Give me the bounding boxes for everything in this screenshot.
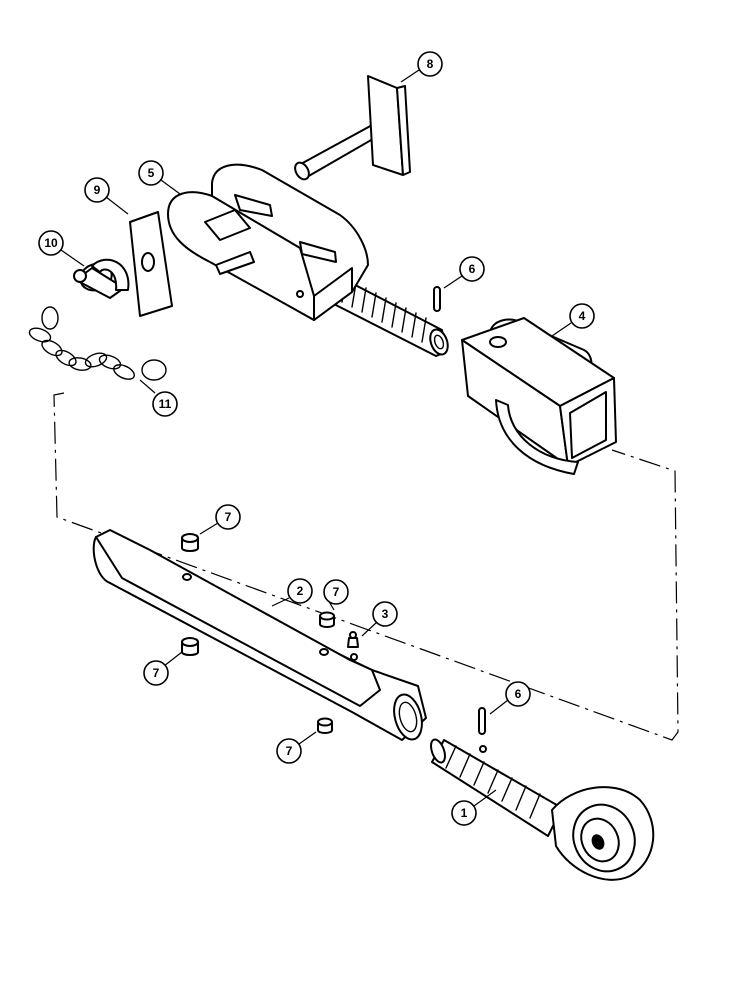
part-7-plug-c [181, 637, 199, 656]
callout-7c-label: 7 [153, 666, 160, 680]
callout-6b-label: 6 [515, 687, 522, 701]
callout-3: 3 [372, 601, 398, 627]
part-3-grease-nipple [347, 631, 359, 648]
callout-8-label: 8 [427, 57, 434, 71]
callout-6a-label: 6 [469, 262, 476, 276]
leader-lines [60, 69, 572, 807]
part-7-plug-b [319, 611, 335, 628]
callout-5-label: 5 [148, 166, 155, 180]
callout-7d-label: 7 [286, 744, 293, 758]
callout-4-label: 4 [579, 309, 586, 323]
callout-7d: 7 [276, 738, 302, 764]
callout-11-label: 11 [159, 397, 172, 411]
callout-7a: 7 [215, 504, 241, 530]
callout-2-label: 2 [297, 584, 304, 598]
callout-5: 5 [138, 160, 164, 186]
callout-1-label: 1 [461, 806, 468, 820]
callout-6a: 6 [459, 256, 485, 282]
callout-7b-label: 7 [333, 585, 340, 599]
part-2-tube [92, 529, 427, 741]
callout-1: 1 [451, 800, 477, 826]
part-11-chain [28, 306, 167, 381]
assembly-centerline [53, 392, 679, 741]
part-9-plate [129, 211, 173, 317]
part-6-pin-upper [433, 286, 441, 312]
callout-9-label: 9 [94, 183, 101, 197]
callout-6b: 6 [505, 681, 531, 707]
callout-3-label: 3 [382, 607, 389, 621]
callout-10-label: 10 [44, 236, 58, 250]
callout-11: 11 [152, 391, 178, 417]
part-7-plug-d [317, 717, 333, 734]
part-5-clevis-body [167, 163, 449, 357]
part-8-pin-with-plate [294, 75, 411, 181]
callout-4: 4 [569, 303, 595, 329]
part-7-plug-a [181, 533, 199, 552]
callout-7a-label: 7 [225, 510, 232, 524]
part-4-handle-box [461, 317, 617, 475]
part-10-lynch-pin [73, 258, 130, 299]
part-1-ball-joint-rod [430, 738, 655, 881]
callout-10: 10 [38, 230, 64, 256]
callout-9: 9 [84, 177, 110, 203]
part-6-pin-lower [478, 707, 486, 735]
callout-7b: 7 [323, 579, 349, 605]
callout-8: 8 [417, 51, 443, 77]
callout-2: 2 [287, 578, 313, 604]
callout-7c: 7 [143, 660, 169, 686]
